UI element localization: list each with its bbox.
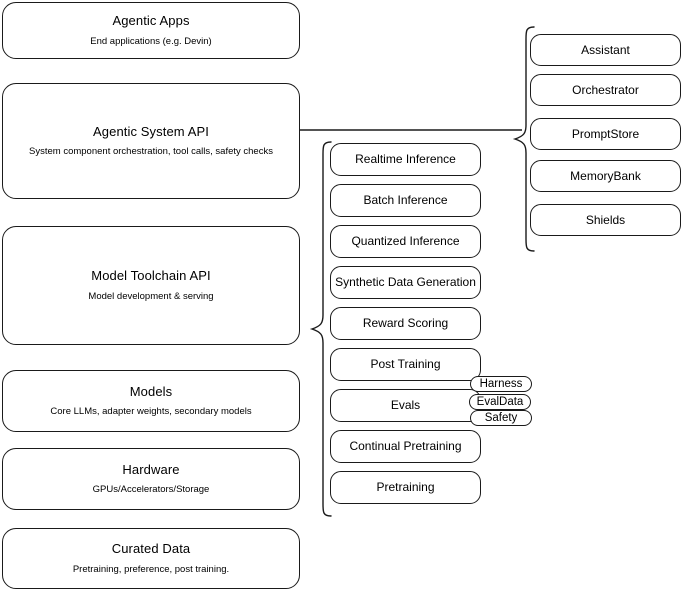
capability-label: Continual Pretraining bbox=[349, 439, 462, 453]
capability-label: Batch Inference bbox=[363, 193, 448, 207]
capability-label: Evals bbox=[390, 398, 421, 412]
eval-tag-label: Safety bbox=[484, 412, 518, 424]
capability-label: Post Training bbox=[370, 357, 441, 371]
eval-tag-safety[interactable]: Safety bbox=[470, 410, 532, 426]
agentic-component-box-promptstore[interactable]: PromptStore bbox=[530, 118, 681, 150]
layer-subtitle: Pretraining, preference, post training. bbox=[72, 563, 230, 575]
capability-box-reward-scoring[interactable]: Reward Scoring bbox=[330, 307, 481, 340]
layer-box-agentic-apps[interactable]: Agentic Apps End applications (e.g. Devi… bbox=[2, 2, 300, 59]
layer-title: Model Toolchain API bbox=[91, 268, 211, 284]
capability-label: Pretraining bbox=[376, 480, 435, 494]
capability-box-quantized-inference[interactable]: Quantized Inference bbox=[330, 225, 481, 258]
layer-box-models[interactable]: Models Core LLMs, adapter weights, secon… bbox=[2, 370, 300, 432]
layer-box-curated-data[interactable]: Curated Data Pretraining, preference, po… bbox=[2, 528, 300, 589]
capability-box-batch-inference[interactable]: Batch Inference bbox=[330, 184, 481, 217]
layer-subtitle: System component orchestration, tool cal… bbox=[29, 146, 273, 158]
layer-title: Curated Data bbox=[111, 541, 191, 557]
agentic-component-label: Assistant bbox=[581, 42, 630, 57]
layer-box-agentic-system-api[interactable]: Agentic System API System component orch… bbox=[2, 83, 300, 199]
layer-box-model-toolchain-api[interactable]: Model Toolchain API Model development & … bbox=[2, 226, 300, 345]
agentic-component-box-shields[interactable]: Shields bbox=[530, 204, 681, 236]
layer-title: Models bbox=[129, 383, 173, 399]
capability-label: Reward Scoring bbox=[362, 316, 449, 330]
eval-tag-label: EvalData bbox=[476, 396, 524, 408]
capability-box-pretraining[interactable]: Pretraining bbox=[330, 471, 481, 504]
capability-label: Synthetic Data Generation bbox=[335, 275, 476, 289]
capability-box-evals[interactable]: Evals bbox=[330, 389, 481, 422]
agentic-component-box-memorybank[interactable]: MemoryBank bbox=[530, 160, 681, 192]
capability-box-synthetic-data-generation[interactable]: Synthetic Data Generation bbox=[330, 266, 481, 299]
eval-tag-label: Harness bbox=[479, 378, 523, 390]
connector-agentic-system-to-components bbox=[300, 120, 526, 142]
capability-box-post-training[interactable]: Post Training bbox=[330, 348, 481, 381]
eval-tag-evaldata[interactable]: EvalData bbox=[469, 394, 531, 410]
agentic-component-label: PromptStore bbox=[571, 126, 640, 141]
agentic-component-label: Shields bbox=[585, 212, 626, 227]
layer-subtitle: Core LLMs, adapter weights, secondary mo… bbox=[50, 406, 252, 418]
agentic-component-box-assistant[interactable]: Assistant bbox=[530, 34, 681, 66]
capability-box-realtime-inference[interactable]: Realtime Inference bbox=[330, 143, 481, 176]
agentic-component-box-orchestrator[interactable]: Orchestrator bbox=[530, 74, 681, 106]
layer-title: Agentic Apps bbox=[112, 13, 190, 29]
agentic-component-label: MemoryBank bbox=[570, 168, 641, 183]
layer-title: Hardware bbox=[122, 461, 180, 477]
layer-box-hardware[interactable]: Hardware GPUs/Accelerators/Storage bbox=[2, 448, 300, 510]
layer-subtitle: Model development & serving bbox=[88, 290, 214, 302]
layer-title: Agentic System API bbox=[93, 123, 209, 139]
layer-subtitle: End applications (e.g. Devin) bbox=[90, 35, 212, 47]
capability-box-continual-pretraining[interactable]: Continual Pretraining bbox=[330, 430, 481, 463]
agentic-component-label: Orchestrator bbox=[572, 82, 639, 97]
eval-tag-harness[interactable]: Harness bbox=[470, 376, 532, 392]
capability-label: Quantized Inference bbox=[351, 234, 460, 248]
capability-label: Realtime Inference bbox=[355, 152, 456, 166]
layer-subtitle: GPUs/Accelerators/Storage bbox=[92, 484, 210, 496]
